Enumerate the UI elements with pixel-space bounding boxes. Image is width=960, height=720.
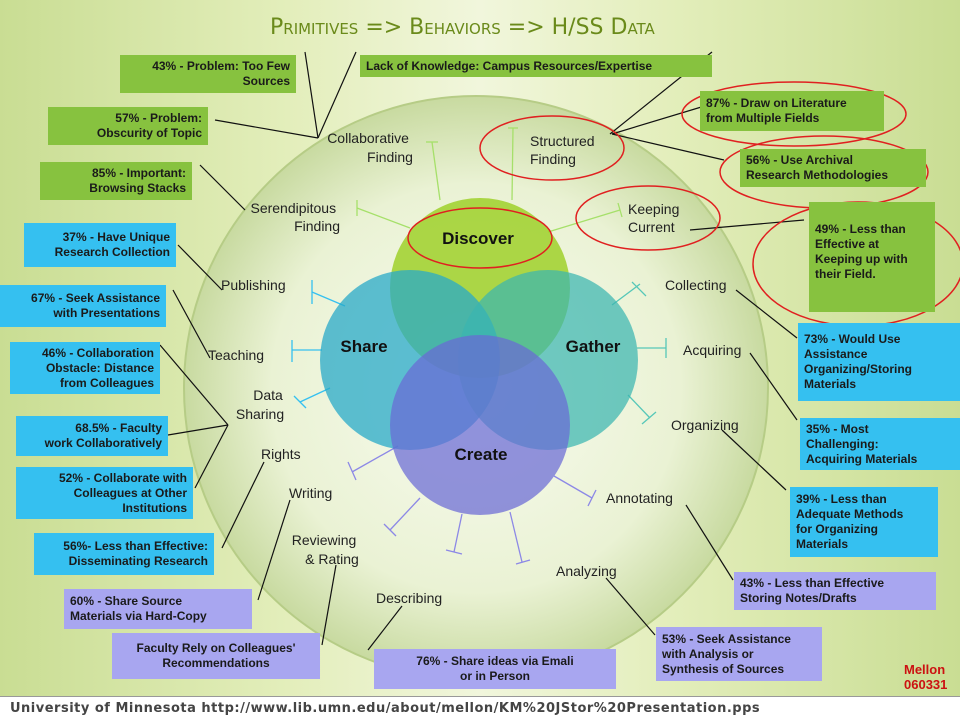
primitive-analyzing: Analyzing xyxy=(556,563,617,579)
mellon-code: Mellon 060331 xyxy=(904,662,947,692)
footer-citation: University of Minnesota http://www.lib.u… xyxy=(0,696,960,720)
box-lack-of-knowledge: Lack of Knowledge: Campus Resources/Expe… xyxy=(360,55,712,77)
primitive-teaching: Teaching xyxy=(208,347,264,363)
primitive-collaborative-finding: Collaborative Finding xyxy=(327,130,413,165)
primitive-describing: Describing xyxy=(376,590,442,606)
primitive-structured-finding: Structured Finding xyxy=(530,133,598,167)
primitive-annotating: Annotating xyxy=(606,490,673,506)
connector-lines xyxy=(159,51,805,651)
primitive-organizing: Organizing xyxy=(671,417,739,433)
create-circle xyxy=(390,335,570,515)
mellon-id: 060331 xyxy=(904,677,948,692)
create-spokes xyxy=(347,445,597,565)
primitive-data-sharing: Data Sharing xyxy=(236,387,287,422)
primitive-writing: Writing xyxy=(289,485,332,501)
gather-spokes xyxy=(611,281,667,425)
primitive-acquiring: Acquiring xyxy=(683,342,741,358)
primitive-collecting: Collecting xyxy=(665,277,726,293)
box-disseminating-research: 56%- Less than Effective:Disseminating R… xyxy=(34,533,214,575)
box-recommendations: Faculty Rely on Colleagues'Recommendatio… xyxy=(112,633,320,679)
venn-label-create: Create xyxy=(455,445,508,464)
box-obscurity-of-topic: 57% - Problem:Obscurity of Topic xyxy=(48,107,208,145)
primitive-rights: Rights xyxy=(261,446,301,462)
discover-spokes xyxy=(356,127,623,233)
primitive-keeping-current: Keeping Current xyxy=(628,201,683,235)
primitive-publishing: Publishing xyxy=(221,277,286,293)
venn-label-gather: Gather xyxy=(566,337,621,356)
primitive-reviewing-rating: Reviewing & Rating xyxy=(292,532,360,567)
concept-diagram: Discover Share Gather Create Collaborati… xyxy=(159,51,960,681)
venn-label-share: Share xyxy=(340,337,387,356)
share-spokes xyxy=(291,280,346,409)
primitive-serendipitous-finding: Serendipitous Finding xyxy=(250,200,340,234)
venn-label-discover: Discover xyxy=(442,229,514,248)
box-browsing-stacks: 85% - Important:Browsing Stacks xyxy=(40,162,192,200)
page-title: Primitives => Behaviors => H/SS Data xyxy=(270,15,655,40)
mellon-name: Mellon xyxy=(904,662,946,677)
